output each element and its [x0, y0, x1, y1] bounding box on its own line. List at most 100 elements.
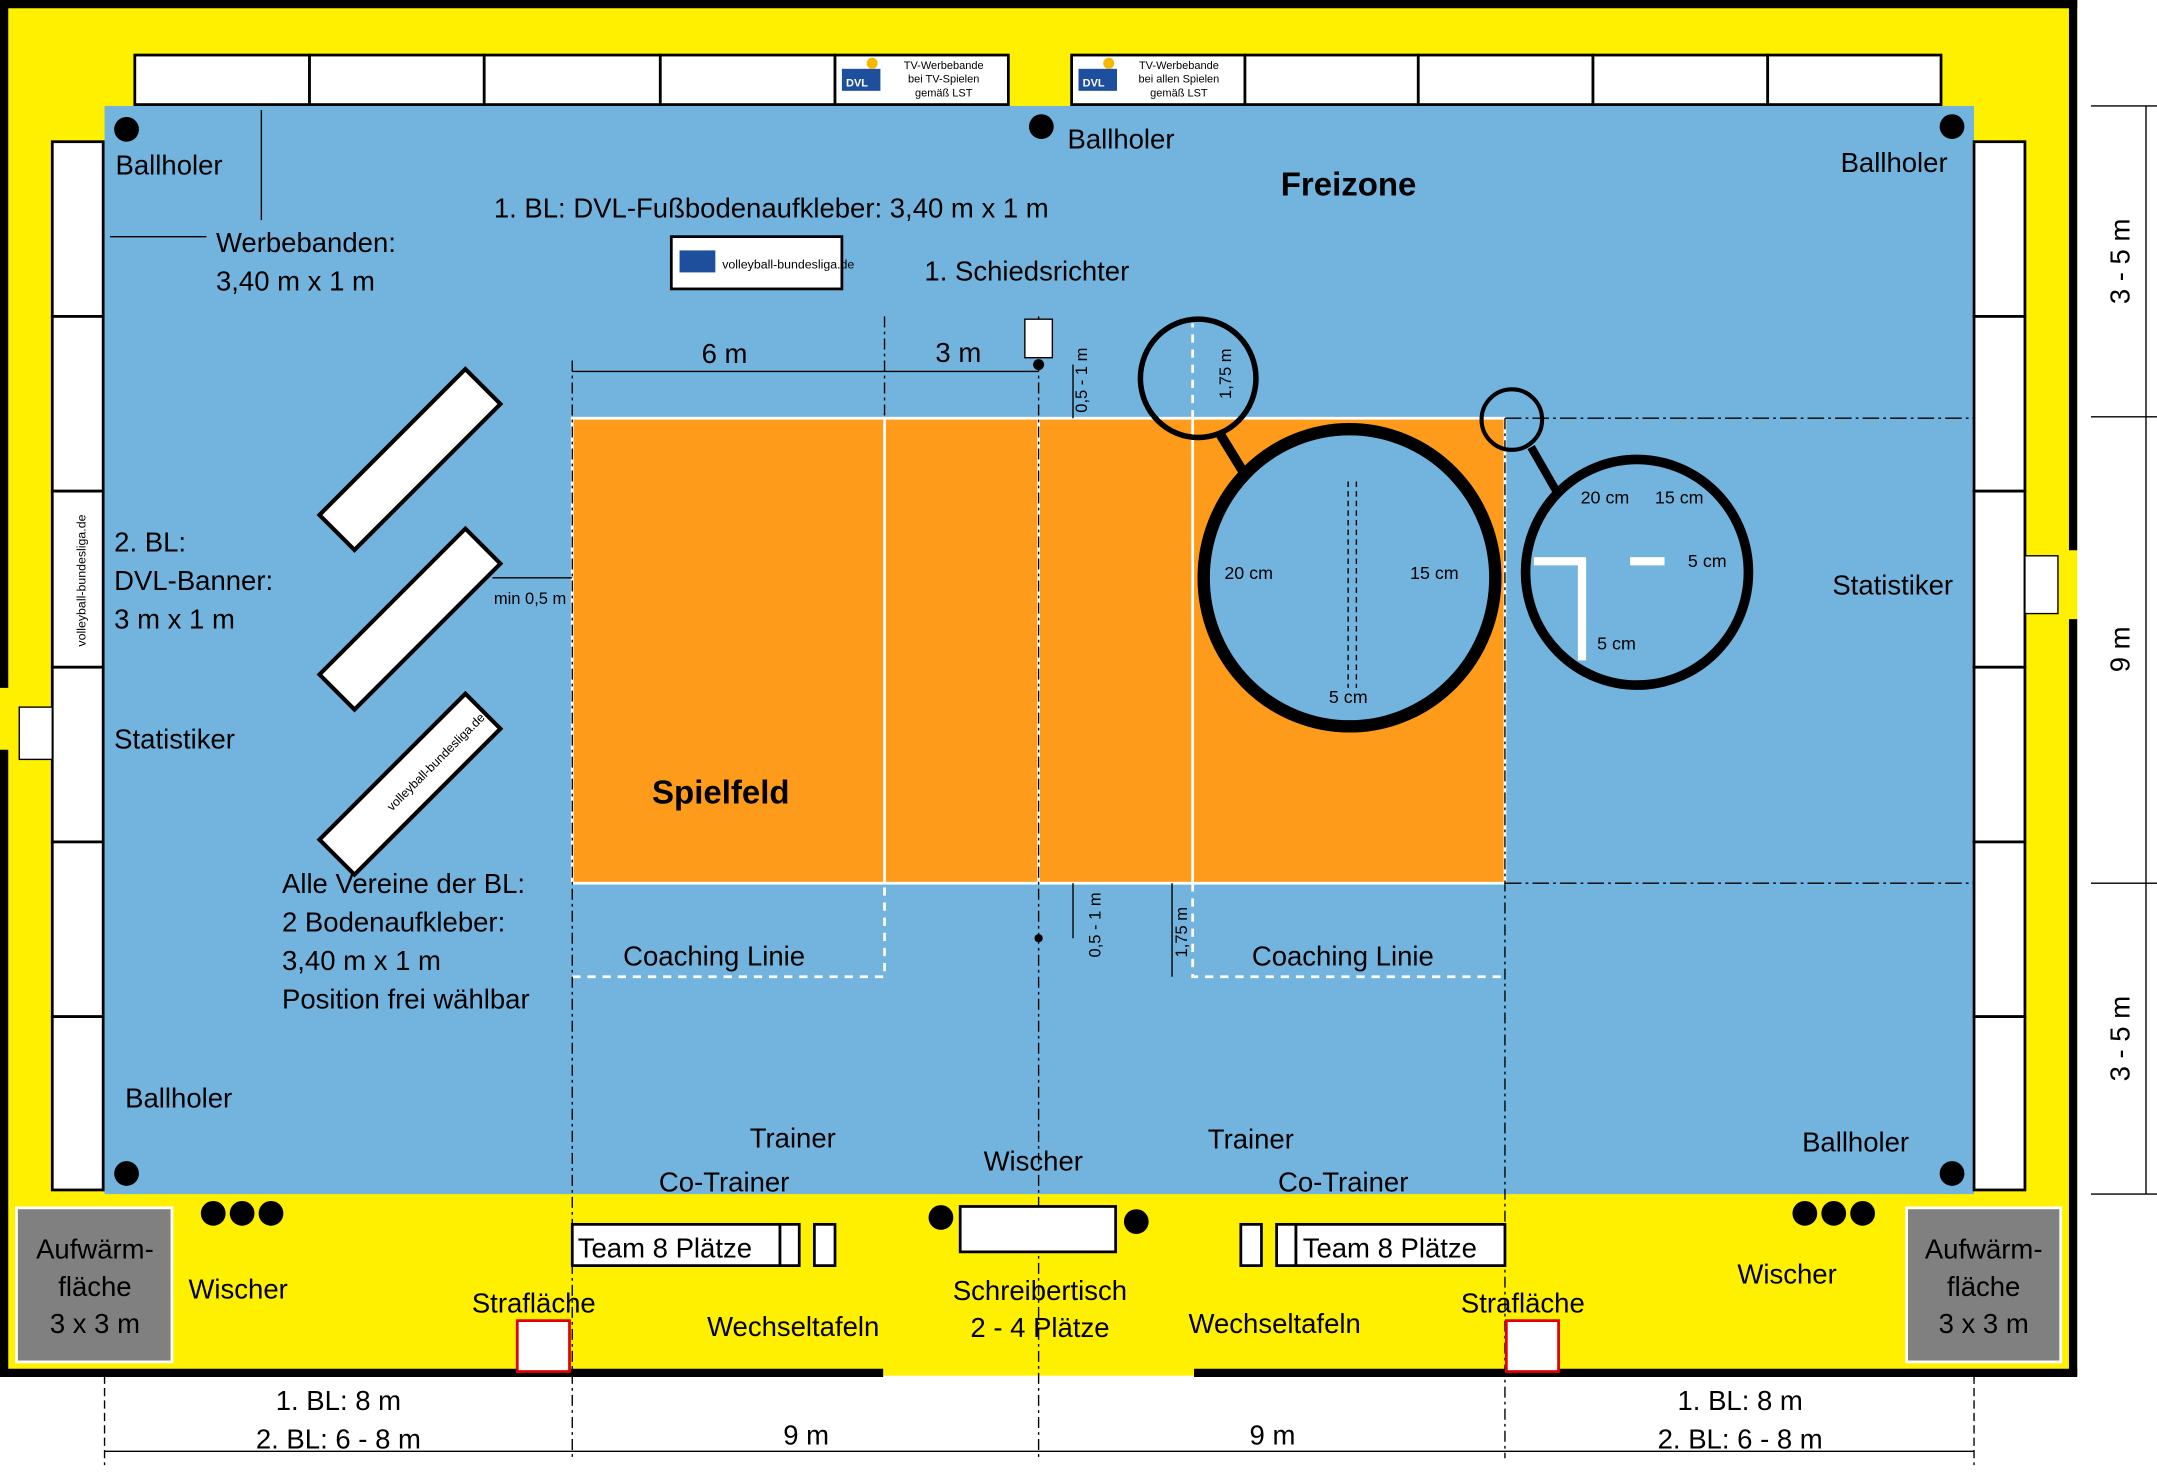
referee-position [1033, 359, 1045, 371]
magnifier-corner [1479, 387, 1754, 690]
statistician-table-left [18, 706, 53, 761]
dvl-logo-1: DVL [841, 57, 881, 91]
side-board-url: volleyball-bundesliga.de [74, 514, 88, 646]
label-aufwaerm-right-size: 3 x 3 m [1939, 1308, 2029, 1339]
dvl-banners [316, 366, 504, 878]
scorer-table [958, 1205, 1118, 1254]
dim-bottom-right: 1. BL: 8 m [1678, 1385, 1803, 1416]
label-werbebanden: Werbebanden: [216, 227, 396, 258]
label-aufwaerm-right: Aufwärm- [1925, 1234, 2043, 1265]
dim-coach-bottom: 1,75 m [1173, 907, 1191, 957]
label-wischer-left: Wischer [188, 1274, 287, 1305]
label-statistiker-left: Statistiker [114, 723, 235, 754]
label-aufwaerm-left: fläche [58, 1271, 131, 1302]
label-trainer-left: Trainer [750, 1122, 836, 1153]
dim-min-dist: min 0,5 m [494, 590, 566, 608]
label-statistiker-right: Statistiker [1832, 569, 1953, 600]
dim-15cm-corner: 15 cm [1655, 488, 1704, 508]
dim-bottom-left: 1. BL: 8 m [276, 1385, 401, 1416]
penalty-area-left [515, 1319, 571, 1373]
label-coaching-left: Coaching Linie [623, 941, 805, 972]
dim-side-mid: 9 m [2104, 626, 2135, 672]
hall-walls [0, 0, 2078, 1378]
dim-15cm: 15 cm [1410, 563, 1459, 583]
dim-bottom-court-left: 9 m [783, 1419, 829, 1450]
dim-5cm: 5 cm [1329, 687, 1368, 707]
dim-3m: 3 m [935, 337, 981, 368]
dim-5cm-corner: 5 cm [1688, 551, 1727, 571]
dim-20cm: 20 cm [1224, 563, 1273, 583]
team-bench-right [1239, 1222, 1507, 1267]
label-dvl-banner: 2. BL: [114, 527, 186, 558]
label-co-trainer-right: Co-Trainer [1278, 1166, 1408, 1197]
right-ad-boards [1972, 140, 2027, 1192]
dim-coach-top: 1,75 m [1217, 349, 1235, 399]
label-ballholer: Ballholer [1841, 147, 1948, 178]
tv-board-text: gemäß LST [915, 87, 973, 99]
dim-6m: 6 m [702, 338, 748, 369]
label-aufwaerm-left-size: 3 x 3 m [50, 1308, 140, 1339]
label-werbebanden-size: 3,40 m x 1 m [216, 265, 375, 296]
label-team-left: Team 8 Plätze [578, 1232, 752, 1263]
logo-text: DVL [846, 78, 868, 90]
statistician-table-right [2024, 555, 2059, 615]
wischer-positions [200, 1200, 1875, 1234]
label-alle-vereine: 2 Bodenaufkleber: [282, 906, 505, 937]
label-schreibertisch: Schreibertisch [953, 1275, 1127, 1306]
warmup-area-left [15, 1206, 174, 1364]
left-ad-boards [50, 140, 105, 1192]
dim-ref-bottom: 0,5 - 1 m [1087, 892, 1105, 957]
coaching-lines [572, 323, 1505, 979]
tv-board-text: bei TV-Spielen [908, 74, 979, 86]
label-dvl-banner: DVL-Banner: [114, 565, 273, 596]
warmup-area-right [1905, 1206, 2063, 1364]
label-ballholer: Ballholer [1802, 1126, 1909, 1157]
label-freizone: Freizone [1281, 165, 1417, 202]
dim-bottom-left-2bl: 2. BL: 6 - 8 m [256, 1424, 421, 1455]
label-ballholer: Ballholer [125, 1082, 232, 1113]
dim-5cm-corner-width: 5 cm [1597, 633, 1636, 653]
magnifier-coaching-line [1137, 316, 1502, 733]
top-ad-boards [133, 53, 1943, 106]
label-wischer-center: Wischer [984, 1146, 1083, 1177]
label-ballholer: Ballholer [1067, 124, 1174, 155]
label-wischer-right: Wischer [1737, 1259, 1836, 1290]
label-aufwaerm-right: fläche [1947, 1271, 2020, 1302]
label-alle-vereine: Alle Vereine der BL: [282, 868, 525, 899]
label-ballholer: Ballholer [116, 150, 223, 181]
label-aufwaerm-left: Aufwärm- [36, 1234, 154, 1265]
label-dvl-banner-size: 3 m x 1 m [114, 604, 235, 635]
dvl-logo-sticker [679, 250, 716, 273]
label-schiedsrichter: 1. Schiedsrichter [924, 256, 1129, 287]
label-alle-vereine: 3,40 m x 1 m [282, 945, 441, 976]
label-strafflaeche-left: Strafläche [472, 1287, 596, 1318]
tv-board-text: bei allen Spielen [1139, 74, 1220, 86]
label-alle-vereine: Position frei wählbar [282, 983, 530, 1014]
dim-side-top: 3 - 5 m [2104, 219, 2135, 305]
referee-stand [1024, 318, 1054, 359]
label-strafflaeche-right: Strafläche [1461, 1287, 1585, 1318]
dvl-logo-2: DVL [1078, 57, 1118, 91]
dim-side-bottom: 3 - 5 m [2104, 996, 2135, 1082]
label-floor-sticker: 1. BL: DVL-Fußbodenaufkleber: 3,40 m x 1… [494, 192, 1049, 223]
second-referee-position [1034, 934, 1043, 943]
dimension-lines [103, 105, 2157, 1466]
floor-sticker-url: volleyball-bundesliga.de [722, 257, 854, 271]
label-team-right: Team 8 Plätze [1303, 1232, 1477, 1263]
label-co-trainer-left: Co-Trainer [659, 1166, 789, 1197]
logo-text: DVL [1083, 78, 1105, 90]
dim-20cm-corner: 20 cm [1581, 488, 1630, 508]
label-trainer-right: Trainer [1208, 1124, 1294, 1155]
tv-board-text: TV-Werbebande [1139, 60, 1219, 72]
label-schreibertisch-seats: 2 - 4 Plätze [970, 1312, 1109, 1343]
tv-board-text: gemäß LST [1150, 87, 1208, 99]
label-wechseltafeln-right: Wechseltafeln [1189, 1308, 1361, 1339]
label-coaching-right: Coaching Linie [1252, 941, 1434, 972]
penalty-area-right [1504, 1319, 1560, 1373]
tv-board-text: TV-Werbebande [904, 60, 984, 72]
label-wechseltafeln-left: Wechseltafeln [707, 1311, 879, 1342]
team-bench-left [570, 1222, 837, 1267]
dim-bottom-court-right: 9 m [1250, 1419, 1296, 1450]
ballholer-positions [114, 114, 1965, 1186]
